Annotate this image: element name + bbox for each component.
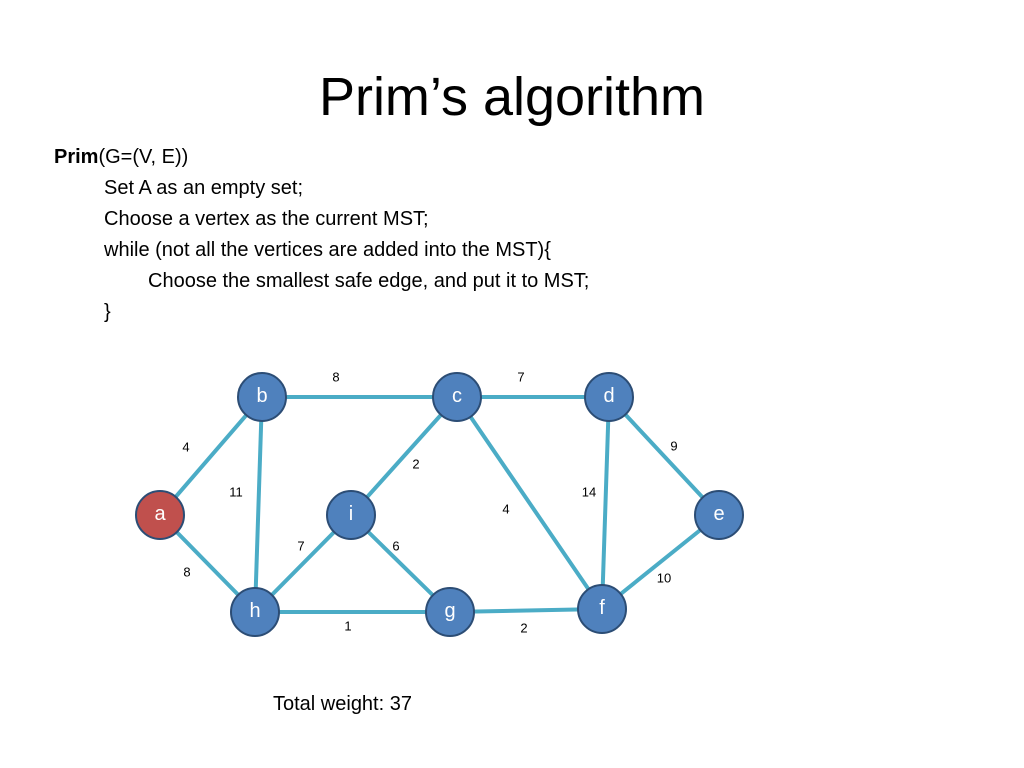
node-label-a: a (154, 503, 166, 525)
node-g: g (425, 587, 475, 637)
edge-weight-a-b: 4 (182, 440, 189, 455)
edge-weight-d-f: 14 (582, 485, 596, 500)
node-label-e: e (713, 503, 724, 525)
edge-weight-c-i: 2 (412, 457, 419, 472)
edge-weight-b-h: 11 (229, 485, 243, 500)
edge-e-f (600, 513, 721, 611)
pseudocode-line-2: Choose a vertex as the current MST; (104, 208, 429, 230)
weights-layer: 4 8 11 8 7 2 4 9 14 10 7 6 1 2 (182, 370, 677, 636)
node-d: d (584, 372, 634, 422)
node-circle-f (577, 584, 627, 634)
node-e: e (694, 490, 744, 540)
edge-weight-h-g: 1 (344, 619, 351, 634)
edge-weight-i-h: 7 (297, 539, 304, 554)
edge-c-i (349, 395, 459, 517)
node-a: a (135, 490, 185, 540)
node-circle-i (326, 490, 376, 540)
node-b: b (237, 372, 287, 422)
slide-title: Prim’s algorithm (318, 67, 706, 127)
node-circle-g (425, 587, 475, 637)
node-label-h: h (249, 600, 260, 622)
edge-b-h (253, 395, 264, 614)
pseudocode-line-1: Set A as an empty set; (104, 177, 304, 199)
node-circle-h (230, 587, 280, 637)
edge-d-f (600, 395, 611, 611)
pseudocode-line-3: while (not all the vertices are added in… (104, 239, 551, 261)
node-circle-d (584, 372, 634, 422)
edge-weight-b-c: 8 (332, 370, 339, 385)
edge-weight-e-f: 10 (657, 571, 671, 586)
node-circle-a (135, 490, 185, 540)
edge-weight-g-f: 2 (520, 621, 527, 636)
edge-d-e (607, 395, 721, 517)
node-f: f (577, 584, 627, 634)
total-weight: Total weight: 37 (273, 693, 412, 715)
edge-weight-d-e: 9 (670, 439, 677, 454)
edge-weight-i-g: 6 (392, 539, 399, 554)
edge-weight-c-d: 7 (517, 370, 524, 385)
edge-weight-c-f: 4 (502, 502, 509, 517)
node-circle-c (432, 372, 482, 422)
nodes-layer: a b c d e f g h i (135, 372, 744, 637)
node-label-d: d (603, 385, 614, 407)
node-label-g: g (444, 600, 455, 622)
edge-a-b (158, 395, 264, 517)
pseudocode-function-args: (G=(V, E)) (98, 146, 189, 168)
node-label-c: c (452, 385, 462, 407)
node-h: h (230, 587, 280, 637)
node-i: i (326, 490, 376, 540)
node-label-f: f (599, 597, 605, 619)
edge-g-f (448, 607, 604, 614)
pseudocode-block: Prim(G=(V, E)) Set A as an empty set; Ch… (54, 142, 589, 328)
node-label-i: i (349, 503, 353, 525)
node-label-b: b (256, 385, 267, 407)
pseudocode-line-signature: Prim(G=(V, E)) (54, 142, 589, 173)
pseudocode-line-4: Choose the smallest safe edge, and put i… (148, 270, 590, 292)
pseudocode-line-5: } (104, 301, 111, 323)
pseudocode-function-name: Prim (54, 146, 99, 168)
node-circle-e (694, 490, 744, 540)
edge-c-f (455, 395, 604, 611)
edges-layer (158, 395, 721, 614)
node-circle-b (237, 372, 287, 422)
node-c: c (432, 372, 482, 422)
edge-weight-a-h: 8 (183, 565, 190, 580)
